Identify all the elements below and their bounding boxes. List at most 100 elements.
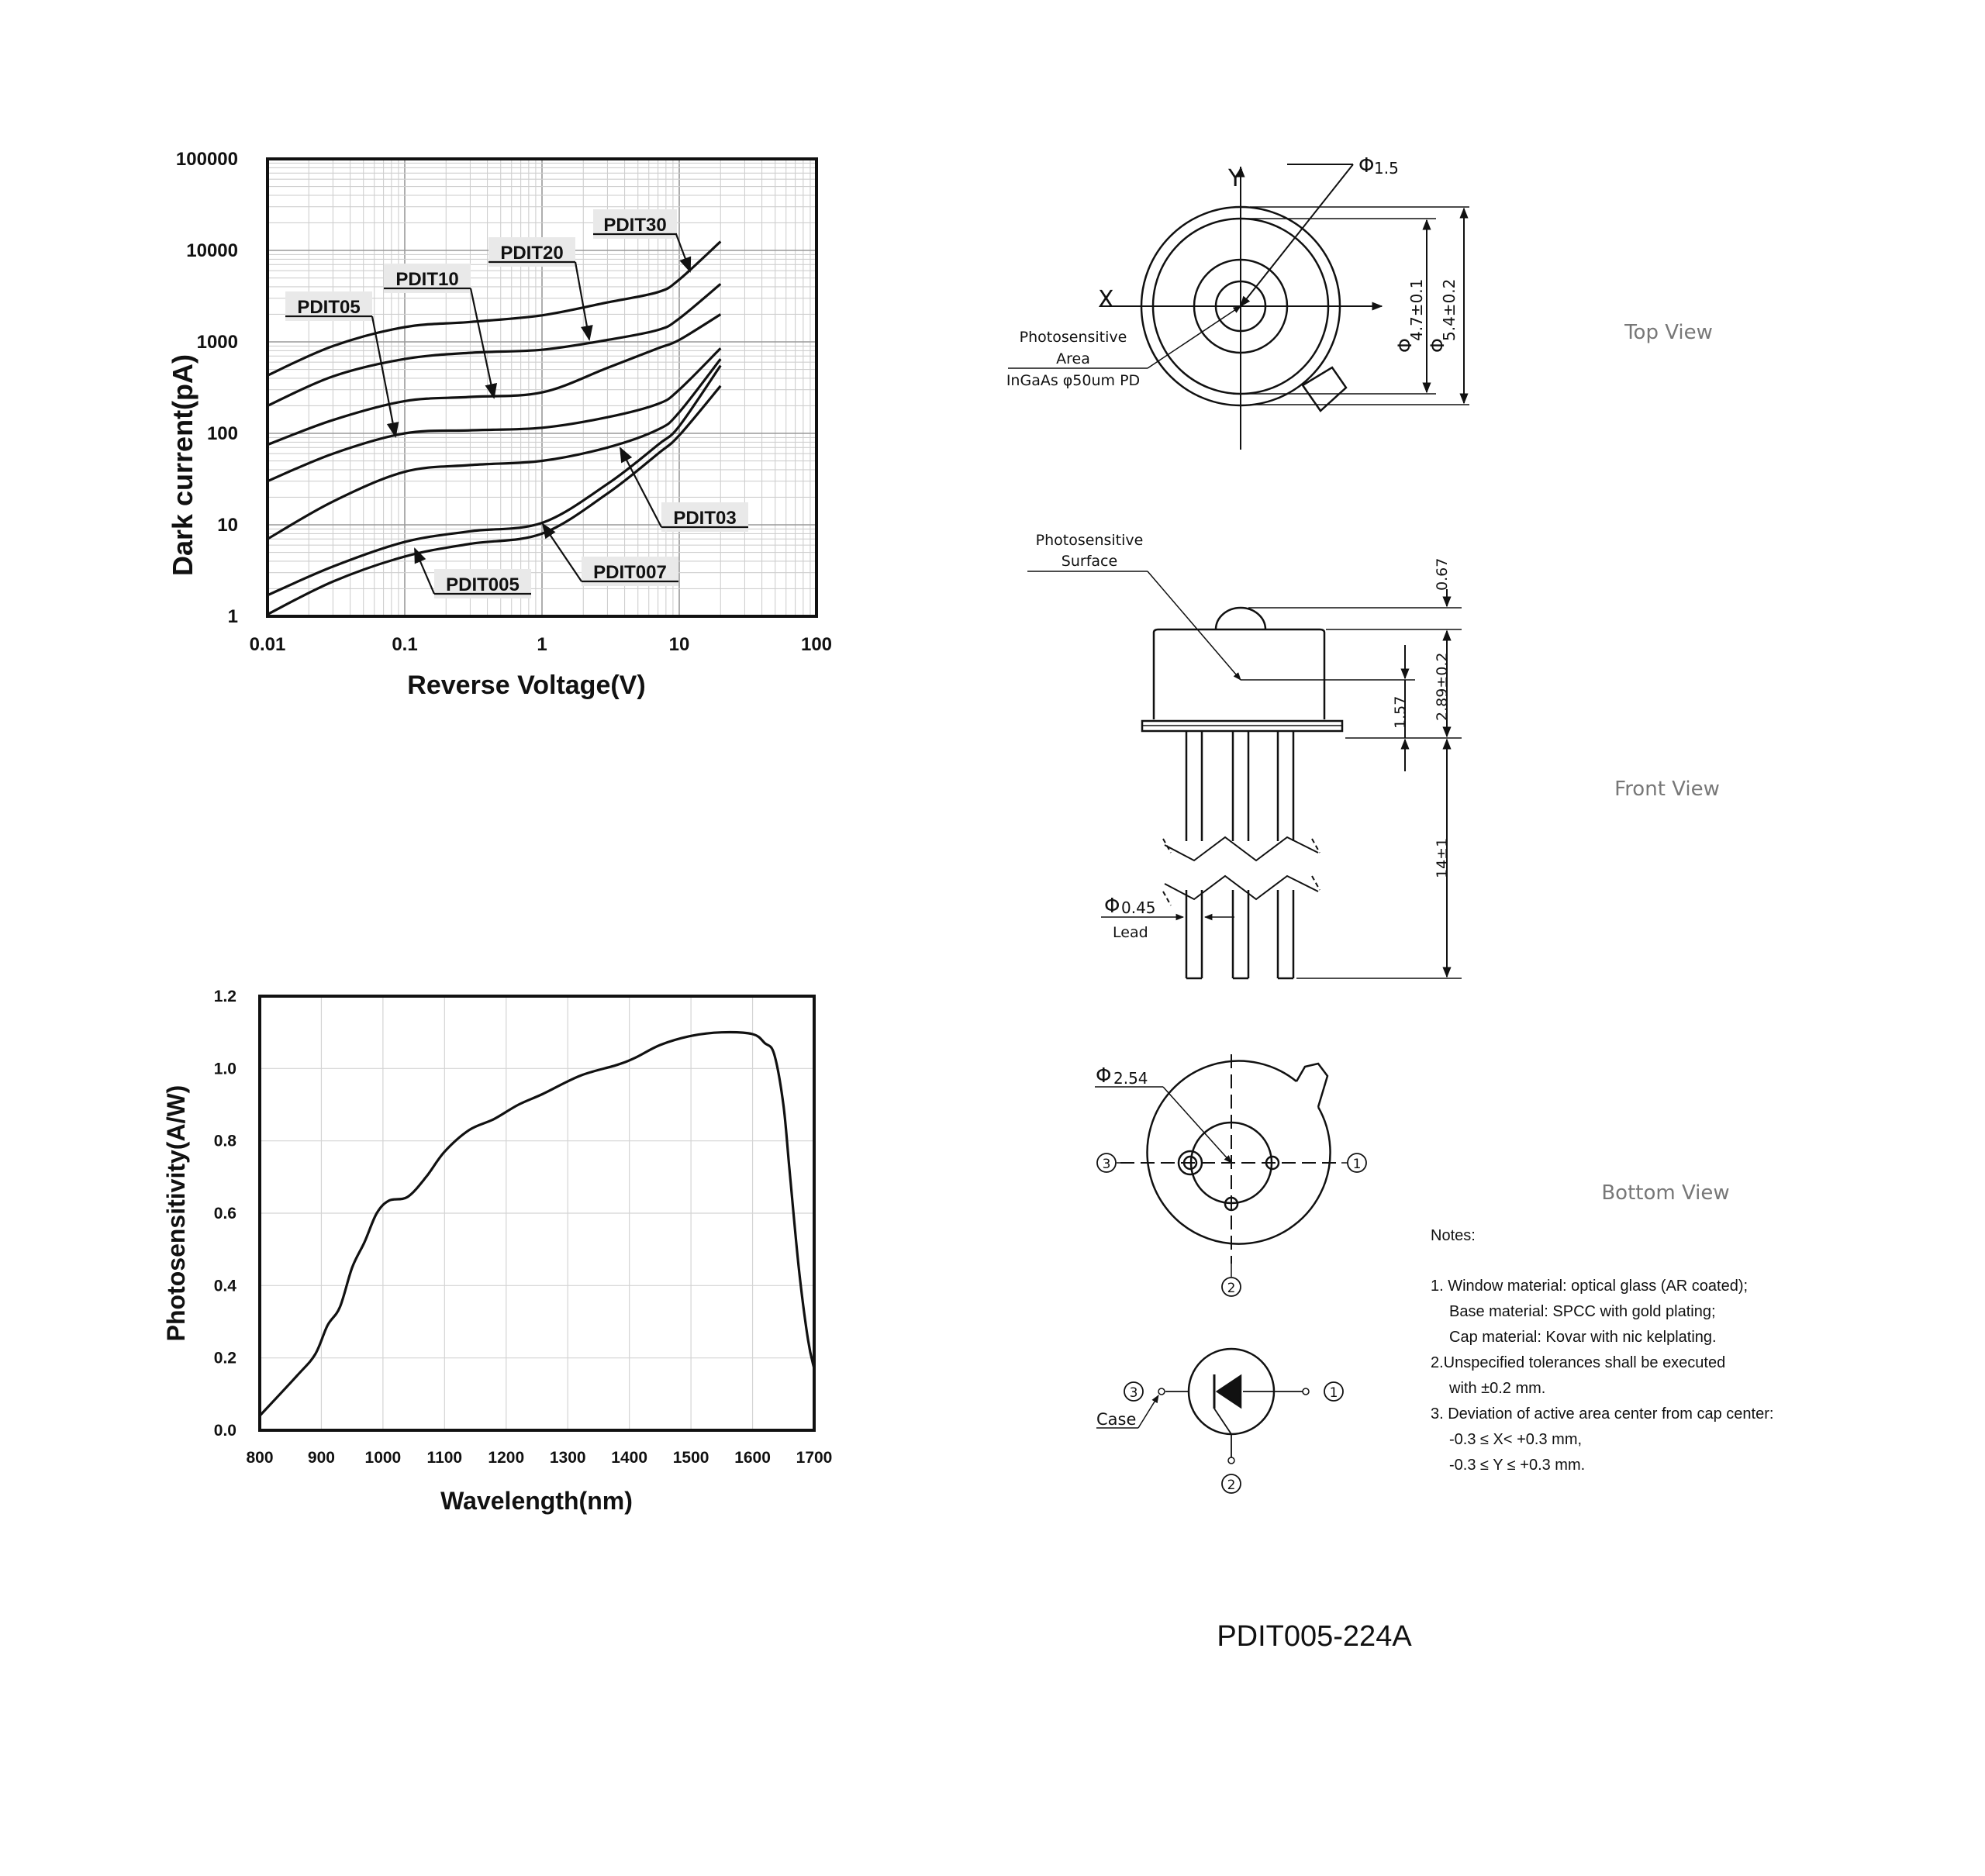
front-lens (1214, 606, 1267, 630)
dc-x-tick-label: 0.01 (250, 634, 286, 655)
front-dim-lead-length: 14±1 (1434, 838, 1451, 878)
top-dim-window: 1.5 (1374, 159, 1399, 178)
bottom-dim-symbol: Φ (1096, 1064, 1111, 1088)
top-dim-outer: 5.4±0.2 (1440, 279, 1459, 341)
schematic-pin-3-label: 3 (1130, 1385, 1138, 1401)
dc-callout-label-pdit007: PDIT007 (593, 562, 667, 583)
dc-callout-leader (620, 447, 662, 528)
dc-callout-label-pdit20: PDIT20 (500, 243, 563, 264)
notes-line-2: Base material: SPCC with gold plating; (1449, 1303, 1716, 1320)
ps-x-tick-label: 1600 (734, 1449, 771, 1467)
bottom-pin-2 (1224, 1196, 1239, 1212)
bottom-view-label: Bottom View (1601, 1181, 1729, 1205)
ps-series-line-0 (258, 1030, 816, 1417)
notes-line-4: 2.Unspecified tolerances shall be execut… (1431, 1354, 1725, 1371)
front-cap (1152, 628, 1326, 719)
front-surface-label-1: Photosensitive (1036, 532, 1144, 549)
bottom-dim-pcd: 2.54 (1113, 1069, 1148, 1088)
schematic-pin-2-label: 2 (1227, 1478, 1236, 1493)
ps-x-tick-label: 800 (246, 1449, 273, 1467)
photosensitivity-grid (260, 996, 814, 1430)
dc-callout-leader (675, 233, 692, 273)
schematic-case-label: Case (1096, 1410, 1136, 1429)
dark-current-plot-frame (266, 157, 818, 618)
schematic-diode-triangle (1215, 1374, 1242, 1409)
ps-x-tick-label: 1100 (427, 1449, 463, 1467)
schematic-symbol (1096, 1347, 1344, 1494)
front-break-top (1164, 836, 1319, 862)
front-view-label: Front View (1614, 778, 1720, 801)
top-view-label: Top View (1624, 321, 1713, 344)
top-dim-window-symbol: Φ (1358, 154, 1374, 178)
front-dim-lead-symbol: Φ (1104, 895, 1120, 918)
ps-x-tick-label: 1000 (365, 1449, 402, 1467)
dc-callout-label-pdit005: PDIT005 (446, 574, 520, 595)
top-dim-outer-symbol: Φ (1427, 338, 1448, 353)
notes-block: Notes: 1. Window material: optical glass… (1431, 1227, 1773, 1474)
ps-y-tick-label: 0.6 (214, 1205, 236, 1223)
top-axis-y-label: Y (1227, 165, 1243, 192)
photosensitivity-series (258, 1030, 816, 1417)
notes-line-1: 1. Window material: optical glass (AR co… (1431, 1278, 1748, 1295)
front-view-drawing (1027, 571, 1462, 980)
photosensitivity-ylabel: Photosensitivity(A/W) (162, 1085, 190, 1342)
top-dim-inner-symbol: Φ (1394, 338, 1416, 353)
dc-callout-leader (371, 316, 399, 438)
notes-line-7: -0.3 ≤ X< +0.3 mm, (1449, 1431, 1582, 1448)
dc-x-tick-label: 0.1 (392, 634, 417, 655)
part-number: PDIT005-224A (1217, 1620, 1412, 1653)
bottom-flange (1146, 1060, 1331, 1245)
ps-y-tick-label: 1.2 (214, 988, 236, 1005)
dc-x-tick-label: 1 (537, 634, 547, 655)
photosensitivity-xlabel: Wavelength(nm) (440, 1487, 633, 1515)
dc-series-pdit10 (267, 313, 722, 447)
front-break-bottom (1164, 874, 1319, 901)
bottom-view-drawing (1095, 1054, 1367, 1297)
dc-series-pdit20 (267, 283, 722, 407)
bottom-pin-1-label: 1 (1353, 1157, 1362, 1172)
dark-current-callouts: PDIT30PDIT20PDIT10PDIT05PDIT03PDIT007PDI… (285, 209, 748, 598)
front-lead-label: Lead (1113, 924, 1148, 941)
dc-x-tick-label: 10 (669, 634, 690, 655)
dc-y-tick-label: 10 (217, 515, 238, 536)
notes-title: Notes: (1431, 1227, 1476, 1244)
dc-y-tick-label: 100000 (176, 149, 238, 170)
ps-x-tick-label: 1300 (550, 1449, 586, 1467)
bottom-tab (1295, 1062, 1329, 1108)
dc-y-tick-label: 1000 (197, 332, 238, 353)
notes-line-5: with ±0.2 mm. (1448, 1380, 1545, 1397)
top-area-label-1: Photosensitive (1020, 329, 1127, 346)
top-area-label-3: InGaAs φ50um PD (1006, 372, 1140, 389)
dc-series-pdit05 (267, 347, 722, 483)
ps-x-tick-label: 1200 (488, 1449, 524, 1467)
ps-x-tick-label: 1500 (673, 1449, 709, 1467)
ps-x-tick-label: 1400 (611, 1449, 647, 1467)
notes-line-8: -0.3 ≤ Y ≤ +0.3 mm. (1449, 1457, 1585, 1474)
ps-x-tick-label: 900 (308, 1449, 335, 1467)
front-dim-focus: 1.57 (1392, 696, 1409, 729)
dc-callout-leader (413, 547, 436, 595)
dc-series-pdit30 (267, 240, 722, 377)
front-dim-lens: 0.67 (1434, 558, 1451, 591)
dc-callout-label-pdit10: PDIT10 (395, 269, 458, 290)
dc-callout-leader (541, 522, 582, 582)
dc-callout-leader (574, 261, 593, 341)
dc-callout-label-pdit03: PDIT03 (673, 508, 736, 529)
bottom-pin-3 (1182, 1155, 1198, 1171)
top-axis-x-label: X (1098, 286, 1114, 313)
dc-y-tick-label: 10000 (186, 240, 238, 261)
dc-series-pdit03 (267, 358, 722, 540)
front-dim-cap: 2.89±0.2 (1434, 653, 1451, 721)
dc-callout-label-pdit05: PDIT05 (297, 297, 360, 318)
dc-callout-label-pdit30: PDIT30 (603, 215, 666, 236)
bottom-pin-2-label: 2 (1227, 1281, 1236, 1296)
photosensitivity-chart: 800 900 1000 1100 1200 1300 1400 1500 1600 1700 0.… (162, 988, 832, 1515)
ps-x-tick-label: 1700 (796, 1449, 833, 1467)
photosensitivity-plot-frame (258, 995, 816, 1432)
dc-callout-leader (469, 288, 498, 399)
dc-y-tick-label: 100 (207, 423, 238, 444)
bottom-pin-3-label: 3 (1103, 1157, 1111, 1172)
top-view-drawing (1008, 164, 1469, 450)
